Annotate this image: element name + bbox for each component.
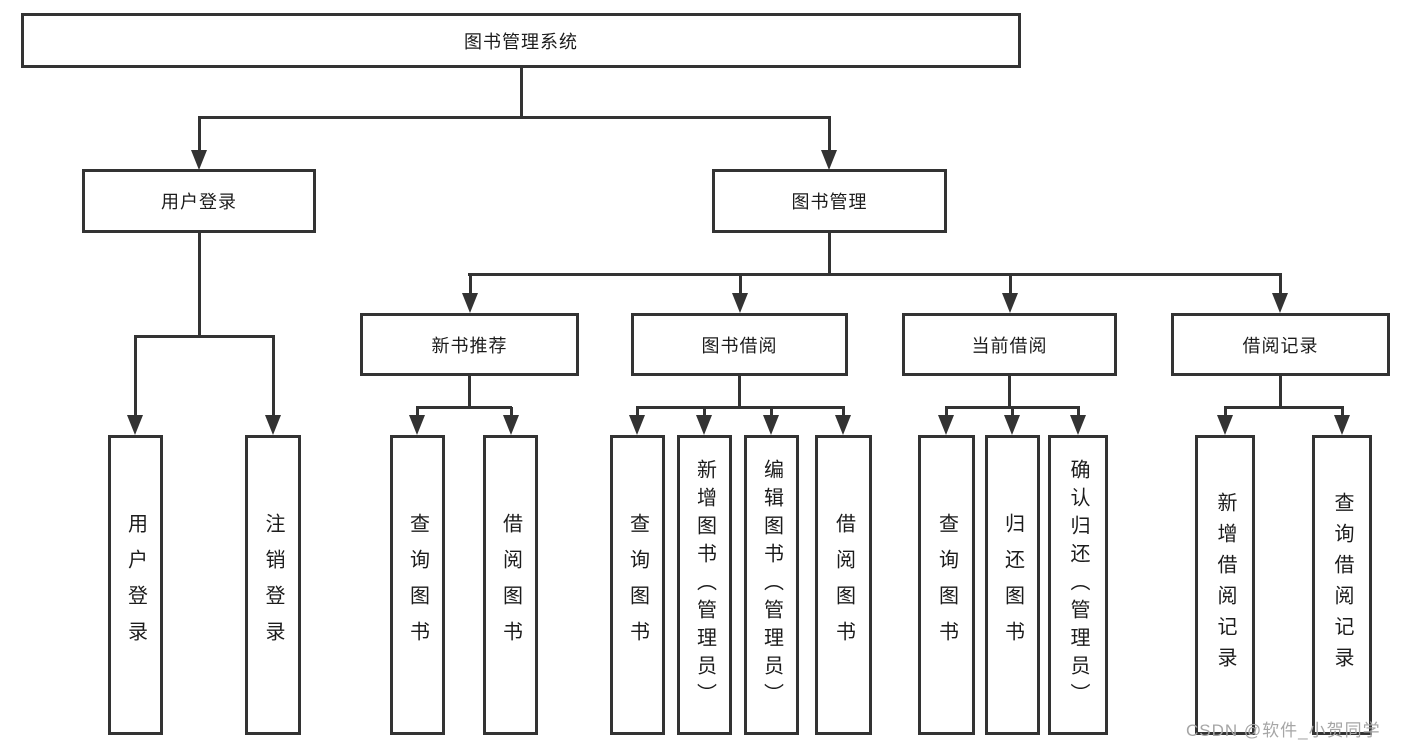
node-label: 编辑图书（管理员） [760, 459, 783, 711]
arrowhead-down-icon [1334, 415, 1350, 435]
connector-line [198, 115, 831, 119]
node-book-management: 图书管理 [712, 169, 947, 233]
connector-line [769, 407, 773, 417]
arrowhead-down-icon [821, 150, 837, 170]
connector-line [944, 407, 948, 417]
node-root-library-management-system: 图书管理系统 [21, 13, 1021, 68]
connector-line [1076, 407, 1080, 417]
leaf-query-books-1: 查询图书 [390, 435, 445, 735]
leaf-confirm-return-admin: 确认归还（管理员） [1048, 435, 1108, 735]
leaf-query-borrow-record: 查询借阅记录 [1312, 435, 1372, 735]
connector-line [738, 274, 742, 295]
arrowhead-down-icon [696, 415, 712, 435]
node-label: 查询图书 [935, 513, 958, 657]
leaf-user-login: 用户登录 [108, 435, 163, 735]
node-book-borrowing: 图书借阅 [631, 313, 848, 376]
leaf-return-books: 归还图书 [985, 435, 1040, 735]
arrowhead-down-icon [732, 293, 748, 313]
connector-line [737, 376, 741, 409]
arrowhead-down-icon [1217, 415, 1233, 435]
node-label: 查询借阅记录 [1331, 492, 1353, 678]
node-label: 查询图书 [626, 513, 649, 657]
connector-line [134, 334, 275, 338]
connector-line [197, 233, 201, 338]
node-borrowing-records: 借阅记录 [1171, 313, 1390, 376]
connector-line [468, 272, 1282, 276]
leaf-query-books-2: 查询图书 [610, 435, 665, 735]
connector-line [827, 117, 831, 152]
leaf-borrow-books-2: 借阅图书 [815, 435, 872, 735]
node-label: 归还图书 [1001, 513, 1024, 657]
connector-line [636, 405, 845, 409]
arrowhead-down-icon [191, 150, 207, 170]
connector-line [1223, 407, 1227, 417]
node-label: 图书管理系统 [464, 31, 578, 52]
arrowhead-down-icon [938, 415, 954, 435]
arrowhead-down-icon [629, 415, 645, 435]
connector-line [635, 407, 639, 417]
node-label: 用户登录 [124, 513, 147, 657]
node-label: 新增图书（管理员） [693, 459, 716, 711]
arrowhead-down-icon [462, 293, 478, 313]
arrowhead-down-icon [763, 415, 779, 435]
node-label: 借阅图书 [832, 513, 855, 657]
leaf-add-borrow-record: 新增借阅记录 [1195, 435, 1255, 735]
node-label: 新增借阅记录 [1214, 492, 1236, 678]
arrowhead-down-icon [835, 415, 851, 435]
leaf-logout: 注销登录 [245, 435, 301, 735]
node-label: 借阅图书 [499, 513, 522, 657]
connector-line [416, 405, 512, 409]
node-label: 新书推荐 [431, 335, 508, 356]
arrowhead-down-icon [1070, 415, 1086, 435]
connector-line [1278, 376, 1282, 409]
connector-line [1278, 274, 1282, 295]
arrowhead-down-icon [1272, 293, 1288, 313]
arrowhead-down-icon [265, 415, 281, 435]
connector-line [1010, 407, 1014, 417]
connector-line [519, 68, 523, 118]
csdn-watermark: CSDN @软件_小贺同学 [1186, 721, 1381, 740]
connector-line [827, 233, 831, 276]
connector-line [133, 336, 137, 417]
leaf-edit-books-admin: 编辑图书（管理员） [744, 435, 799, 735]
connector-line [271, 336, 275, 417]
connector-line [197, 117, 201, 152]
leaf-query-books-3: 查询图书 [918, 435, 975, 735]
arrowhead-down-icon [503, 415, 519, 435]
connector-line [841, 407, 845, 417]
node-label: 确认归还（管理员） [1067, 459, 1089, 711]
node-label: 当前借阅 [971, 335, 1048, 356]
arrowhead-down-icon [127, 415, 143, 435]
leaf-add-books-admin: 新增图书（管理员） [677, 435, 732, 735]
node-current-borrowing: 当前借阅 [902, 313, 1117, 376]
node-new-book-recommendation: 新书推荐 [360, 313, 579, 376]
connector-line [415, 407, 419, 417]
node-label: 图书管理 [791, 192, 868, 212]
leaf-borrow-books-1: 借阅图书 [483, 435, 538, 735]
connector-line [467, 376, 471, 409]
connector-line [702, 407, 706, 417]
connector-line [1224, 405, 1344, 409]
node-label: 注销登录 [262, 513, 284, 657]
node-user-login: 用户登录 [82, 169, 316, 233]
node-label: 查询图书 [406, 513, 429, 657]
node-label: 借阅记录 [1242, 335, 1319, 356]
node-label: 图书借阅 [701, 335, 778, 356]
connector-line [1007, 376, 1011, 409]
arrowhead-down-icon [409, 415, 425, 435]
arrowhead-down-icon [1004, 415, 1020, 435]
connector-line [509, 407, 513, 417]
node-label: 用户登录 [161, 192, 237, 212]
connector-line [468, 274, 472, 295]
connector-line [1340, 407, 1344, 417]
connector-line [1008, 274, 1012, 295]
arrowhead-down-icon [1002, 293, 1018, 313]
